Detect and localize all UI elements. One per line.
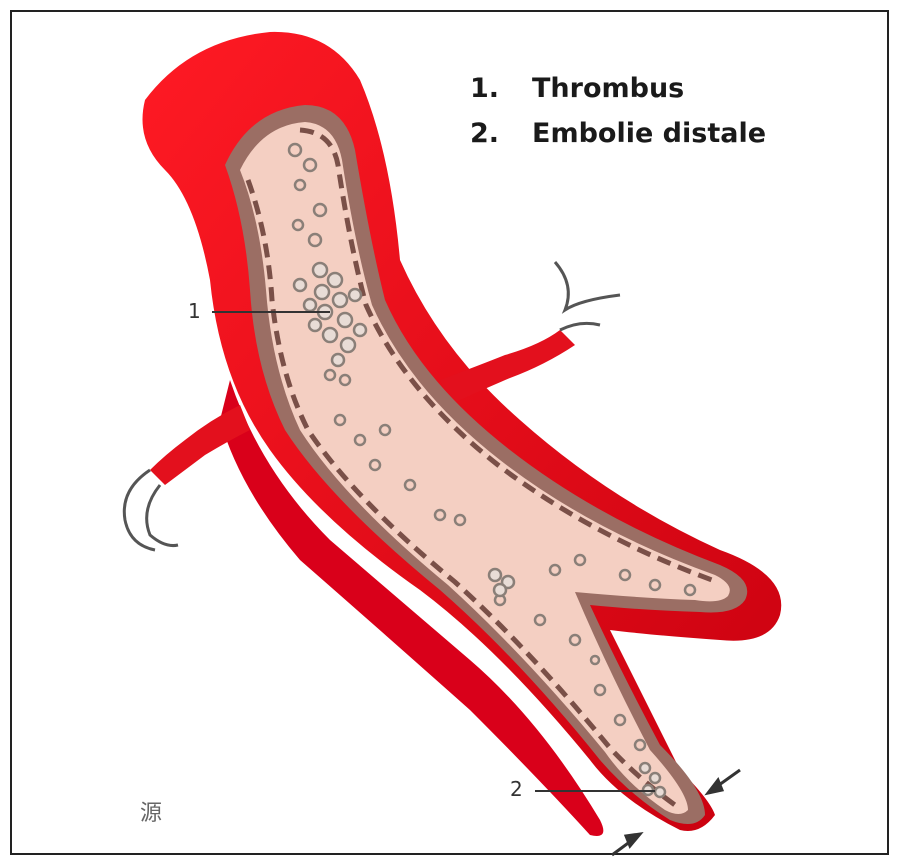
branch-left-tip (124, 470, 178, 550)
branch-right-tip (555, 262, 620, 330)
legend-item: 1. Thrombus (470, 66, 766, 111)
callout-2-label: 2 (510, 777, 523, 801)
legend-number: 1. (470, 66, 532, 111)
legend-label: Thrombus (532, 66, 684, 111)
legend-number: 2. (470, 111, 532, 156)
corner-mark: 源 (140, 795, 162, 827)
legend-label: Embolie distale (532, 111, 766, 156)
callout-1-label: 1 (188, 299, 201, 323)
legend-item: 2. Embolie distale (470, 111, 766, 156)
legend: 1. Thrombus 2. Embolie distale (470, 66, 766, 156)
